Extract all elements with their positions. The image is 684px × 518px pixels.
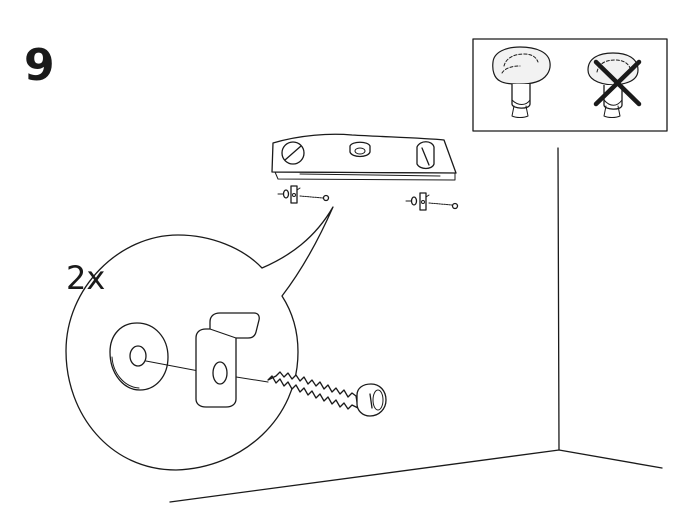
tip-box <box>472 38 668 132</box>
screw-icon <box>267 371 387 417</box>
step-number: 9 <box>24 40 55 91</box>
spirit-level-icon <box>271 133 457 181</box>
knob-correct-icon <box>492 46 551 118</box>
hardware-small-left <box>277 185 330 204</box>
knob-incorrect-icon <box>587 52 642 118</box>
washer-icon <box>109 322 169 391</box>
quantity-label: 2x <box>66 259 106 297</box>
alignment-line <box>145 360 205 373</box>
hardware-small-right <box>405 192 459 211</box>
wall-bracket-icon <box>195 312 260 408</box>
room-corner <box>169 147 663 503</box>
